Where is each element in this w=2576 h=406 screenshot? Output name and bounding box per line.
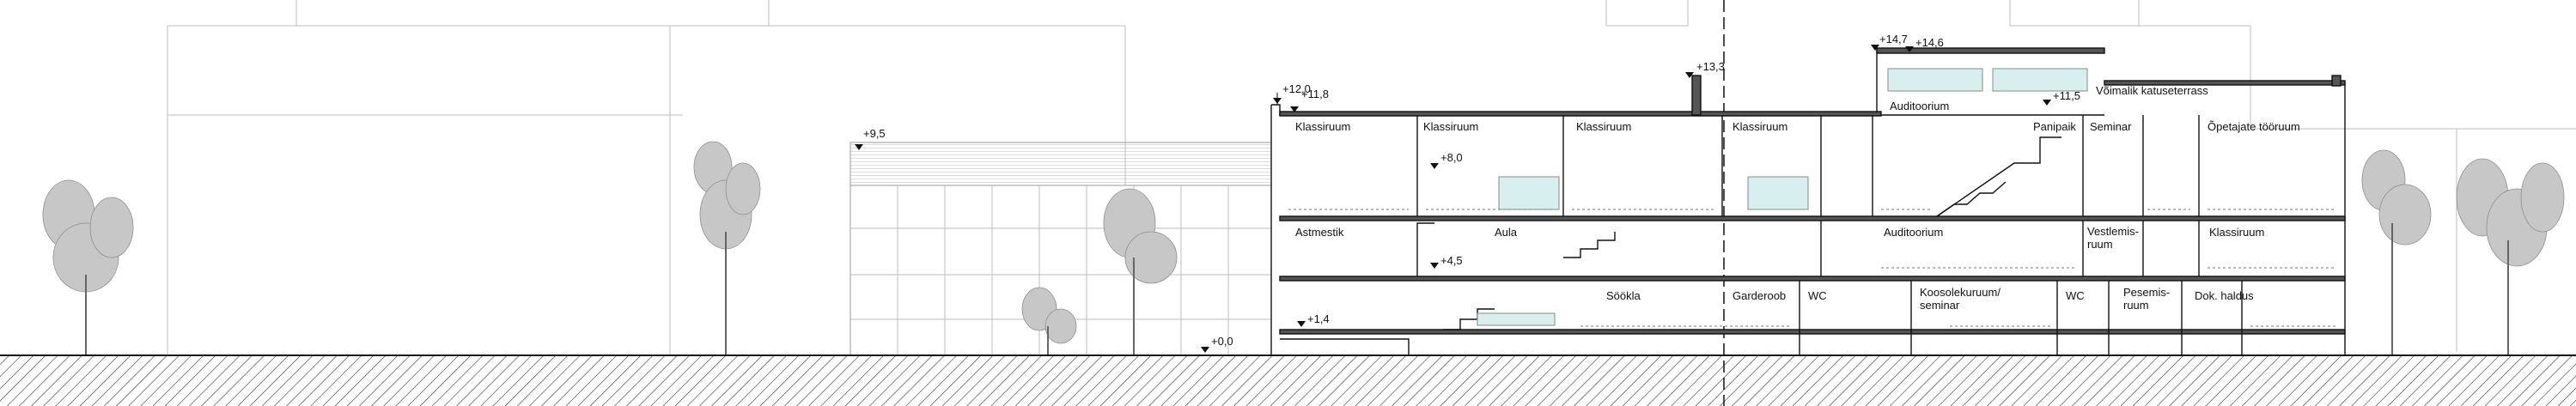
level-marker-9-5: +9,5 — [855, 127, 886, 150]
room-label-panipaik: Panipaik — [2033, 120, 2076, 133]
room-labels: Klassiruum Klassiruum Klassiruum Klassir… — [1295, 84, 2300, 312]
room-label-vestlemisruum-line1: Vestlemis- — [2087, 225, 2139, 238]
level-label: +14,6 — [1915, 36, 1944, 49]
ground-hatch — [0, 355, 2576, 406]
level-marker-12-0: +12,0 — [1273, 82, 1311, 105]
room-label-pesemisruum-line1: Pesemis- — [2123, 286, 2170, 299]
level-marker-14-6: +14,6 — [1905, 36, 1944, 52]
level-label: +4,5 — [1440, 254, 1463, 267]
room-label-klassiruum-2: Klassiruum — [1423, 120, 1478, 133]
tree-right-1 — [2361, 149, 2432, 355]
room-label-klassiruum-1: Klassiruum — [1295, 120, 1350, 133]
tree-left-1 — [42, 179, 134, 355]
level-label: +12,0 — [1282, 82, 1311, 95]
room-label-seminar: Seminar — [2090, 120, 2132, 133]
room-label-opetajate-tooruum: Õpetajate tööruum — [2208, 120, 2300, 133]
level-label: +14,7 — [1879, 33, 1908, 45]
room-label-dok-haldus: Dok. haldus — [2195, 289, 2254, 302]
tree-center-2 — [1021, 287, 1077, 355]
room-label-klassiruum-3: Klassiruum — [1576, 120, 1631, 133]
neighbour-elevation — [850, 142, 1272, 356]
level-label: +1,4 — [1307, 312, 1330, 325]
room-label-auditoorium-upper: Auditoorium — [1890, 100, 1949, 112]
room-label-klassiruum-4: Klassiruum — [1733, 120, 1787, 133]
room-label-wc-1: WC — [1808, 289, 1827, 302]
level-marker-11-5: +11,5 — [2043, 89, 2080, 106]
room-label-vestlemisruum-line2: ruum — [2087, 238, 2113, 251]
main-building-section — [1270, 47, 2346, 355]
level-label: +8,0 — [1440, 151, 1463, 164]
level-label: +9,5 — [863, 127, 886, 140]
room-label-koosolekuruum-line2: seminar — [1920, 299, 1960, 312]
level-marker-14-7: +14,7 — [1871, 33, 1908, 51]
room-label-sookla: Söökla — [1606, 289, 1641, 302]
room-label-klassiruum-5: Klassiruum — [2209, 226, 2264, 239]
tree-right-2 — [2456, 158, 2565, 355]
room-label-voimalik-katuseterrass: Võimalik katuseterrass — [2096, 84, 2208, 97]
room-label-pesemisruum-line2: ruum — [2123, 299, 2149, 312]
furniture-rows — [1288, 209, 2336, 327]
room-label-garderoob: Garderoob — [1733, 289, 1786, 302]
level-marker-0-0: +0,0 — [1201, 335, 1233, 353]
level-label: +11,8 — [1301, 88, 1329, 100]
room-label-aula: Aula — [1495, 226, 1518, 239]
level-marker-8-0: +8,0 — [1430, 151, 1463, 169]
level-marker-11-8: +11,8 — [1290, 88, 1329, 112]
level-marker-13-3: +13,3 — [1685, 60, 1725, 78]
tree-center-1 — [1103, 188, 1178, 355]
level-label: +0,0 — [1211, 335, 1233, 348]
room-label-auditoorium-lower: Auditoorium — [1884, 226, 1943, 239]
level-markers: +12,0 +11,8 +9,5 +8,0 +4,5 +1,4 +0,0 +13… — [855, 33, 2080, 353]
level-label: +13,3 — [1696, 60, 1725, 73]
room-label-koosolekuruum-line1: Koosolekuruum/ — [1920, 286, 2001, 299]
tree-left-2 — [693, 141, 761, 355]
trees — [42, 141, 2565, 355]
room-label-astmestik: Astmestik — [1295, 226, 1344, 239]
room-label-wc-2: WC — [2066, 289, 2085, 302]
level-marker-1-4: +1,4 — [1297, 312, 1330, 327]
level-marker-4-5: +4,5 — [1430, 254, 1463, 269]
level-label: +11,5 — [2053, 89, 2080, 102]
